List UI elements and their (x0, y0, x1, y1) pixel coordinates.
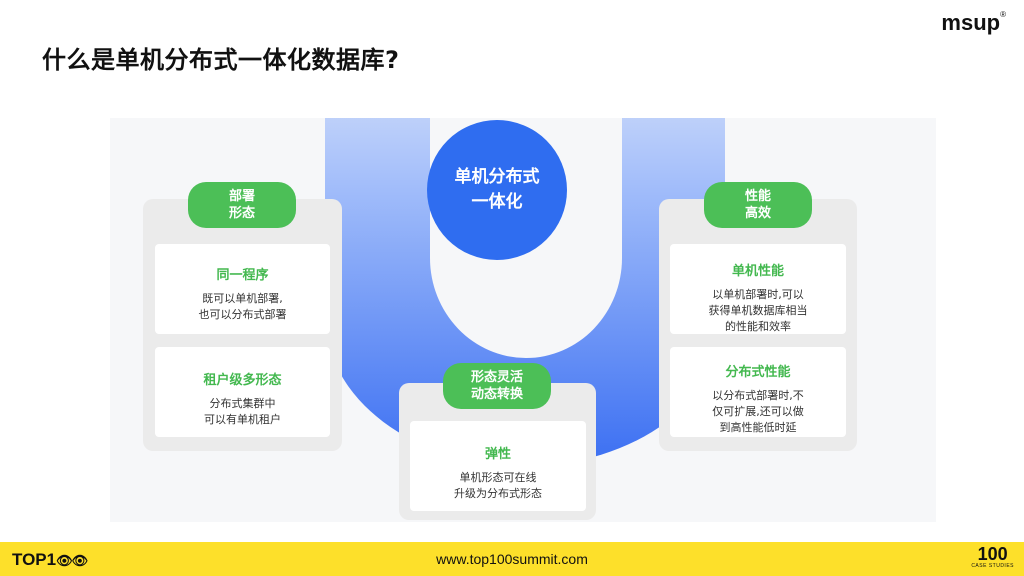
registered-mark: ® (1000, 10, 1006, 19)
left-card-1: 同一程序 既可以单机部署, 也可以分布式部署 (155, 244, 330, 334)
card-description: 分布式集群中 可以有单机租户 (204, 397, 281, 426)
right-card-2: 分布式性能 以分布式部署时,不 仅可扩展,还可以做 到高性能低时延 (670, 347, 846, 437)
card-title: 弹性 (484, 447, 511, 462)
left-pill-line-1: 部署 (228, 189, 255, 204)
left-pill: 部署 形态 (188, 182, 296, 228)
right-card-1: 单机性能 以单机部署时,可以 获得单机数据库相当 的性能和效率 (670, 244, 846, 334)
right-pill-line-2: 高效 (744, 206, 771, 221)
card-title: 同一程序 (216, 268, 269, 283)
center-line-1: 单机分布式 (454, 167, 540, 187)
case-studies-logo: 100 CASE STUDIES (971, 545, 1014, 570)
middle-pill-line-1: 形态灵活 (470, 370, 523, 385)
top100-logo: TOP1👁👁 (12, 550, 88, 570)
middle-pill: 形态灵活 动态转换 (443, 363, 551, 409)
msup-logo-text: msup (941, 10, 1001, 35)
card-title: 租户级多形态 (203, 373, 282, 388)
middle-pill-line-2: 动态转换 (470, 387, 523, 402)
card-description: 以分布式部署时,不 仅可扩展,还可以做 到高性能低时延 (712, 389, 804, 434)
card-title: 分布式性能 (725, 365, 791, 380)
card-description: 既可以单机部署, 也可以分布式部署 (198, 292, 287, 321)
card-title: 单机性能 (731, 264, 784, 279)
msup-logo: msup® (941, 10, 1006, 36)
center-line-2: 一体化 (471, 192, 523, 212)
middle-card: 弹性 单机形态可在线 升级为分布式形态 (410, 421, 586, 511)
right-pill-line-1: 性能 (744, 189, 771, 204)
eyes-icon: 👁👁 (56, 553, 88, 568)
center-circle: 单机分布式 一体化 (427, 120, 567, 260)
page-title: 什么是单机分布式一体化数据库? (42, 46, 400, 74)
footer-url[interactable]: www.top100summit.com (436, 551, 588, 567)
case-studies-number: 100 (977, 544, 1008, 564)
top100-logo-text: TOP1 (12, 550, 57, 569)
right-pill: 性能 高效 (704, 182, 812, 228)
card-description: 单机形态可在线 升级为分布式形态 (454, 471, 542, 500)
footer-bar: TOP1👁👁 www.top100summit.com 100 CASE STU… (0, 542, 1024, 576)
left-card-2: 租户级多形态 分布式集群中 可以有单机租户 (155, 347, 330, 437)
case-studies-label: CASE STUDIES (971, 563, 1014, 569)
left-pill-line-2: 形态 (228, 206, 255, 221)
card-description: 以单机部署时,可以 获得单机数据库相当 的性能和效率 (708, 288, 808, 333)
